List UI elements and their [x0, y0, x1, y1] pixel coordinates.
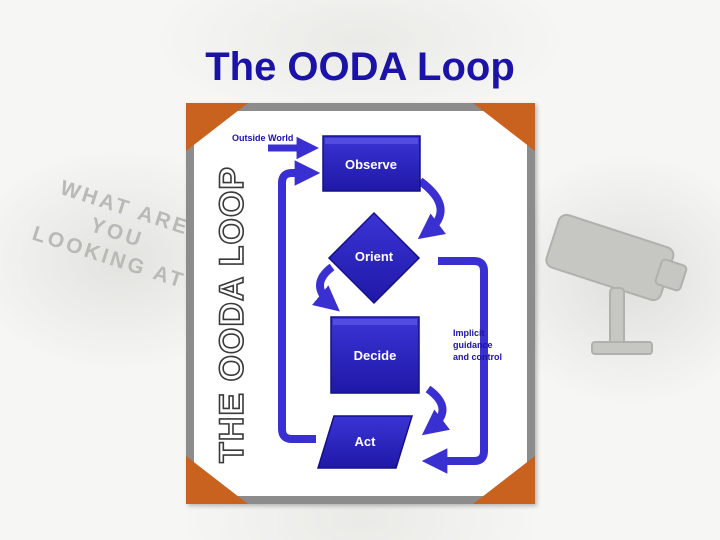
observe-to-orient-arrow — [417, 177, 446, 240]
diagram-frame: THE OODA LOOP Outside World Observe Orie… — [186, 103, 535, 504]
observe-node: Observe — [322, 135, 421, 192]
corner-top-left — [186, 103, 248, 151]
decide-label: Decide — [354, 348, 397, 363]
orient-node: Orient — [327, 211, 421, 305]
act-label: Act — [355, 434, 377, 449]
security-camera-icon — [545, 213, 688, 355]
orient-label: Orient — [355, 249, 394, 264]
outside-world-label: Outside World — [232, 133, 293, 143]
implicit-guidance-line-3: and control — [453, 352, 502, 362]
page-title: The OODA Loop — [205, 45, 515, 89]
act-node: Act — [316, 415, 414, 469]
implicit-guidance-line-2: guidance — [453, 340, 493, 350]
decide-to-act-arrow — [421, 385, 450, 436]
orient-to-decide-arrow — [312, 263, 340, 312]
corner-bottom-right — [473, 456, 535, 504]
decide-node: Decide — [330, 316, 420, 394]
observe-label: Observe — [345, 157, 397, 172]
implicit-guidance-label: Implicit guidance and control — [453, 328, 502, 362]
implicit-guidance-arrow — [421, 257, 488, 474]
corner-bottom-left — [186, 456, 248, 504]
loop-back-arrow — [278, 160, 321, 443]
corner-top-right — [473, 103, 535, 151]
implicit-guidance-line-1: Implicit — [453, 328, 485, 338]
side-title: THE OODA LOOP — [213, 166, 251, 463]
ooda-diagram: THE OODA LOOP Outside World Observe Orie… — [186, 103, 535, 504]
